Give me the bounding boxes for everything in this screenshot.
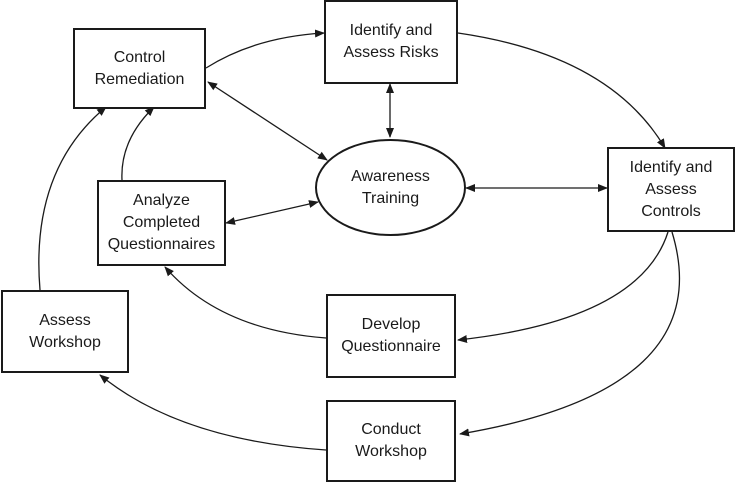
node-label: Develop Questionnaire bbox=[341, 316, 441, 355]
node-label: Awareness Training bbox=[351, 167, 430, 207]
node-identify-assess-risks: Identify and Assess Risks bbox=[324, 0, 458, 84]
arrow-controls-to-develop bbox=[457, 231, 669, 343]
node-label: Identify and Assess Controls bbox=[629, 158, 713, 220]
node-label: Conduct Workshop bbox=[355, 421, 427, 460]
arrow-develop-to-analyze bbox=[164, 266, 327, 339]
node-develop-questionnaire: Develop Questionnaire bbox=[326, 294, 456, 378]
node-identify-assess-controls: Identify and Assess Controls bbox=[607, 147, 735, 232]
node-assess-workshop: Assess Workshop bbox=[1, 290, 129, 373]
arrow-analyze-awareness bbox=[225, 200, 319, 225]
arrow-risks-to-controls bbox=[457, 32, 666, 149]
node-control-remediation: Control Remediation bbox=[73, 28, 206, 109]
arrow-controls-to-conduct bbox=[459, 231, 681, 437]
node-conduct-workshop: Conduct Workshop bbox=[326, 400, 456, 482]
node-label: Control Remediation bbox=[94, 48, 185, 88]
arrow-workshop-to-remediation bbox=[38, 106, 107, 291]
arrow-analyze-to-remediation bbox=[121, 106, 155, 181]
node-label: Assess Workshop bbox=[29, 311, 101, 351]
arrow-conduct-to-assess bbox=[99, 374, 327, 451]
arrow-remediation-to-risks bbox=[205, 29, 325, 69]
node-label: Analyze Completed Questionnaires bbox=[107, 192, 216, 253]
node-label: Identify and Assess Risks bbox=[343, 22, 439, 61]
node-analyze-questionnaires: Analyze Completed Questionnaires bbox=[97, 180, 226, 266]
node-awareness-training: Awareness Training bbox=[315, 139, 466, 236]
arrow-remediation-awareness bbox=[207, 81, 328, 161]
